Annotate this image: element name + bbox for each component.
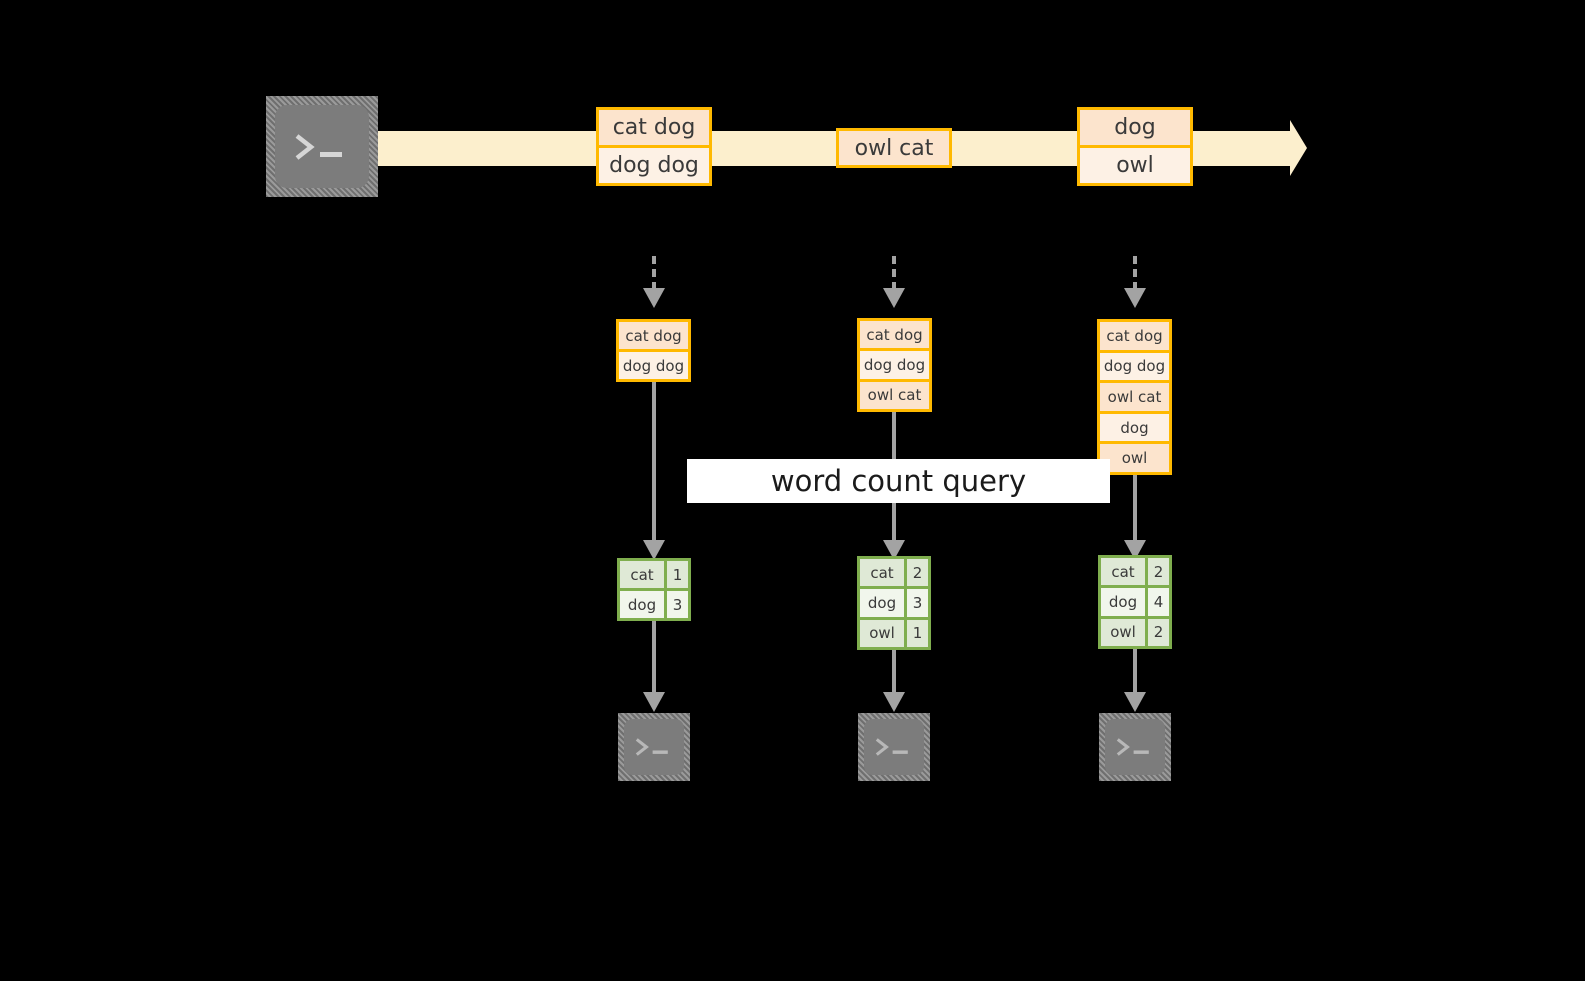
result-1[interactable]: cat 1 dog 3 bbox=[617, 558, 691, 621]
result-3-row-1-word: cat bbox=[1101, 558, 1145, 586]
result-3-row-2-count: 4 bbox=[1145, 588, 1169, 616]
query-banner: word count query bbox=[687, 459, 1110, 503]
sink-connector-2 bbox=[892, 650, 896, 694]
result-3-row-2: dog 4 bbox=[1101, 585, 1169, 616]
stream-arrow-head bbox=[1290, 120, 1307, 176]
query-connector-1-arrowhead bbox=[643, 540, 665, 560]
snapshot-1-line-1: cat dog bbox=[619, 322, 688, 349]
result-3[interactable]: cat 2 dog 4 owl 2 bbox=[1098, 555, 1172, 649]
sink-connector-2-arrowhead bbox=[883, 692, 905, 712]
stream-event-3-line-2: owl bbox=[1080, 145, 1190, 183]
sink-connector-1 bbox=[652, 621, 656, 694]
sink-connector-3 bbox=[1133, 649, 1137, 694]
result-1-row-1: cat 1 bbox=[620, 561, 688, 588]
dashed-connector-2-arrowhead bbox=[883, 288, 905, 308]
result-3-row-3-count: 2 bbox=[1145, 618, 1169, 646]
terminal-body bbox=[624, 719, 684, 775]
result-1-row-1-word: cat bbox=[620, 561, 664, 588]
query-banner-label: word count query bbox=[770, 464, 1027, 498]
result-2-row-1: cat 2 bbox=[860, 559, 928, 587]
snapshot-3-line-2: dog dog bbox=[1100, 349, 1169, 381]
terminal-body bbox=[1105, 719, 1165, 775]
result-2-row-3: owl 1 bbox=[860, 616, 928, 647]
sink-connector-1-arrowhead bbox=[643, 692, 665, 712]
query-connector-2-arrowhead bbox=[883, 540, 905, 560]
terminal-body bbox=[275, 105, 369, 188]
stream-event-1[interactable]: cat dog dog dog bbox=[596, 107, 712, 186]
result-1-row-2: dog 3 bbox=[620, 588, 688, 618]
result-1-row-2-word: dog bbox=[620, 591, 664, 618]
terminal-body bbox=[864, 719, 924, 775]
terminal-prompt-glyph bbox=[875, 738, 908, 756]
terminal-prompt-glyph bbox=[295, 133, 342, 160]
dashed-connector-2 bbox=[892, 256, 896, 290]
result-2-row-1-word: cat bbox=[860, 559, 904, 587]
snapshot-3-line-3: owl cat bbox=[1100, 380, 1169, 411]
sink-terminal-3-icon bbox=[1099, 713, 1171, 781]
snapshot-3-line-4: dog bbox=[1100, 410, 1169, 442]
result-2[interactable]: cat 2 dog 3 owl 1 bbox=[857, 556, 931, 650]
result-3-row-1-count: 2 bbox=[1145, 558, 1169, 586]
query-connector-3 bbox=[1133, 475, 1137, 542]
result-3-row-2-word: dog bbox=[1101, 588, 1145, 616]
snapshot-2[interactable]: cat dog dog dog owl cat bbox=[857, 318, 932, 412]
result-1-row-1-count: 1 bbox=[664, 561, 688, 588]
result-2-row-3-word: owl bbox=[860, 619, 904, 647]
stream-event-3[interactable]: dog owl bbox=[1077, 107, 1193, 186]
result-3-row-3-word: owl bbox=[1101, 618, 1145, 646]
snapshot-3-line-1: cat dog bbox=[1100, 322, 1169, 350]
result-1-row-2-count: 3 bbox=[664, 591, 688, 618]
result-2-row-2-count: 3 bbox=[904, 589, 928, 617]
stream-event-2[interactable]: owl cat bbox=[836, 128, 952, 168]
result-2-row-2: dog 3 bbox=[860, 586, 928, 617]
snapshot-1[interactable]: cat dog dog dog bbox=[616, 319, 691, 382]
sink-connector-3-arrowhead bbox=[1124, 692, 1146, 712]
dashed-connector-3-arrowhead bbox=[1124, 288, 1146, 308]
stream-event-2-line-1: owl cat bbox=[839, 131, 949, 165]
result-2-row-1-count: 2 bbox=[904, 559, 928, 587]
sink-terminal-2-icon bbox=[858, 713, 930, 781]
result-3-row-1: cat 2 bbox=[1101, 558, 1169, 586]
snapshot-1-line-2: dog dog bbox=[619, 349, 688, 379]
snapshot-2-line-2: dog dog bbox=[860, 348, 929, 379]
sink-terminal-1-icon bbox=[618, 713, 690, 781]
snapshot-2-line-1: cat dog bbox=[860, 321, 929, 349]
stream-event-3-line-1: dog bbox=[1080, 110, 1190, 145]
result-2-row-3-count: 1 bbox=[904, 619, 928, 647]
dashed-connector-1 bbox=[652, 256, 656, 290]
terminal-prompt-glyph bbox=[1116, 738, 1149, 756]
source-terminal-icon bbox=[266, 96, 378, 197]
stream-event-1-line-2: dog dog bbox=[599, 145, 709, 183]
dashed-connector-1-arrowhead bbox=[643, 288, 665, 308]
snapshot-2-line-3: owl cat bbox=[860, 378, 929, 409]
result-2-row-2-word: dog bbox=[860, 589, 904, 617]
stream-event-1-line-1: cat dog bbox=[599, 110, 709, 145]
result-3-row-3: owl 2 bbox=[1101, 615, 1169, 646]
snapshot-3[interactable]: cat dog dog dog owl cat dog owl bbox=[1097, 319, 1172, 475]
dashed-connector-3 bbox=[1133, 256, 1137, 290]
snapshot-3-line-5: owl bbox=[1100, 441, 1169, 472]
terminal-prompt-glyph bbox=[635, 738, 668, 756]
query-connector-1 bbox=[652, 382, 656, 542]
